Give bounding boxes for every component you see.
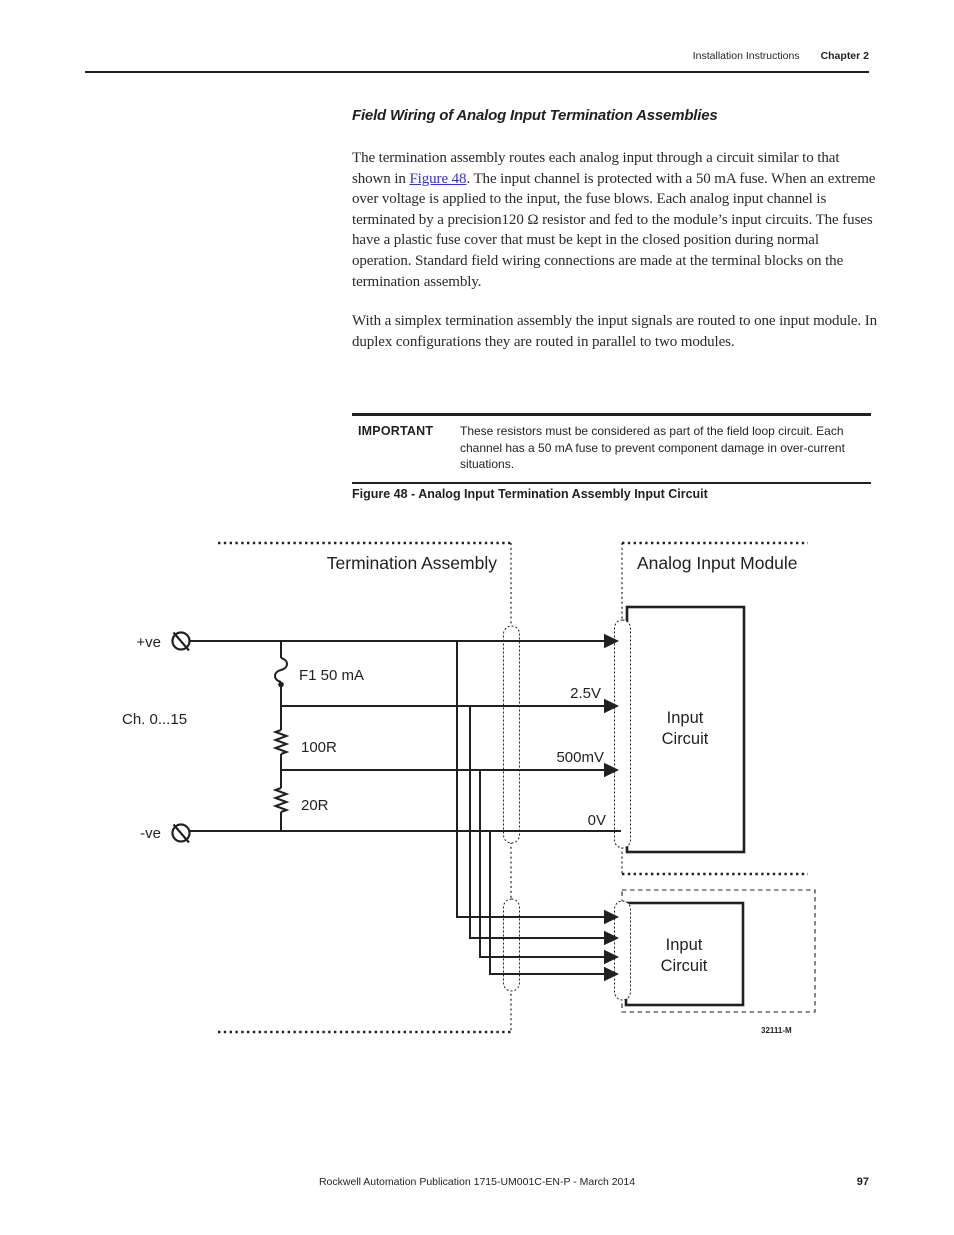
paragraph-2: With a simplex termination assembly the …: [352, 313, 878, 350]
header-section-title: Installation Instructions: [692, 50, 800, 62]
paragraph-1-text-after: . The input channel is protected with a …: [352, 170, 876, 290]
fuse-symbol: [274, 657, 288, 688]
fuse-label: F1 50 mA: [299, 667, 364, 684]
resistor-100r-symbol: [272, 729, 290, 755]
header-chapter: Chapter 2: [820, 50, 869, 62]
page-header: Installation Instructions Chapter 2: [85, 50, 869, 73]
circuit-wires: [189, 640, 621, 975]
module-connector-upper: [614, 619, 631, 849]
signal-arrowheads: [604, 633, 619, 982]
footer-publication: Rockwell Automation Publication 1715-UM0…: [318, 1176, 636, 1188]
section-heading: Field Wiring of Analog Input Termination…: [352, 107, 718, 124]
positive-terminal: [171, 631, 191, 652]
resistor-20r-label: 20R: [301, 797, 329, 814]
positive-terminal-label: +ve: [136, 634, 161, 651]
input-circuit-box-lower: [624, 901, 745, 1007]
paragraph-1: The termination assembly routes each ana…: [352, 148, 880, 292]
analog-input-module-title: Analog Input Module: [637, 553, 798, 573]
input-circuit-lower-label-line1: Input: [666, 936, 703, 954]
voltage-0v-label: 0V: [588, 812, 606, 829]
termination-assembly-title: Termination Assembly: [327, 553, 497, 573]
figure-caption: Figure 48 - Analog Input Termination Ass…: [352, 487, 708, 501]
input-circuit-upper-label-line1: Input: [667, 709, 704, 727]
figure-48-diagram: Termination Assembly Analog Input Module: [122, 541, 816, 1035]
negative-terminal-label: -ve: [140, 825, 161, 842]
important-label: IMPORTANT: [358, 424, 434, 438]
termination-connector-upper: [503, 625, 520, 844]
channel-range-label: Ch. 0...15: [122, 711, 187, 728]
voltage-500mv-label: 500mV: [556, 749, 604, 766]
input-circuit-lower-label-line2: Circuit: [661, 957, 708, 975]
resistor-100r-label: 100R: [301, 739, 337, 756]
paragraph-1-text-before: The termination assembly routes each ana…: [352, 150, 840, 187]
figure-id-label: 32111-M: [761, 1026, 792, 1035]
footer-page-number: 97: [856, 1176, 869, 1188]
important-text: These resistors must be considered as pa…: [460, 424, 845, 471]
termination-assembly-outline: [218, 541, 512, 1034]
negative-terminal: [171, 823, 191, 844]
input-circuit-upper-label-line2: Circuit: [662, 730, 709, 748]
termination-connector-lower: [503, 898, 520, 992]
module-connector-lower: [614, 900, 631, 1001]
connector-pills: [503, 619, 631, 1001]
resistor-20r-symbol: [272, 787, 290, 813]
figure-48-link[interactable]: Figure 48: [409, 170, 467, 187]
voltage-2v5-label: 2.5V: [570, 685, 601, 702]
important-notice-box: IMPORTANT These resistors must be consid…: [352, 413, 871, 484]
